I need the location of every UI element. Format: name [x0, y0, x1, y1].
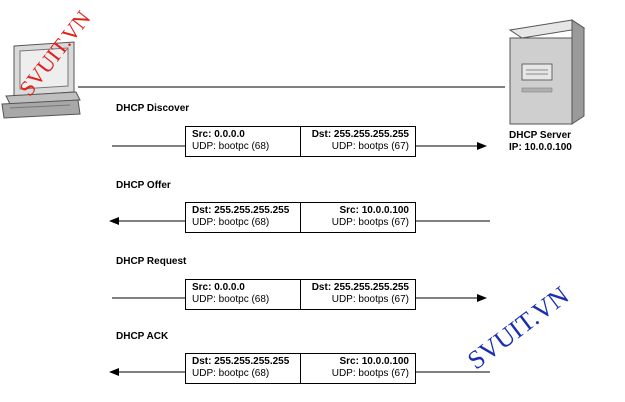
- stage-title-discover: DHCP Discover: [116, 103, 190, 114]
- packet-port: UDP: bootpc (68): [192, 217, 270, 228]
- packet-left-cell: Dst: 255.255.255.255 UDP: bootpc (68): [186, 354, 301, 383]
- packet-discover: Src: 0.0.0.0 UDP: bootpc (68) Dst: 255.2…: [185, 126, 416, 157]
- packet-address: Src: 10.0.0.100: [339, 205, 410, 216]
- stage-title-request: DHCP Request: [116, 256, 187, 267]
- server-name: DHCP Server: [509, 130, 572, 141]
- packet-port: UDP: bootps (67): [331, 217, 409, 228]
- packet-port: UDP: bootps (67): [331, 368, 409, 379]
- packet-address: Dst: 255.255.255.255: [311, 129, 409, 140]
- packet-address: Dst: 255.255.255.255: [192, 205, 290, 216]
- client-computer-icon: [1, 41, 81, 119]
- packet-address: Dst: 255.255.255.255: [311, 282, 409, 293]
- packet-address: Src: 0.0.0.0: [192, 129, 245, 140]
- packet-request: Src: 0.0.0.0 UDP: bootpc (68) Dst: 255.2…: [185, 279, 416, 310]
- packet-right-cell: Src: 10.0.0.100 UDP: bootps (67): [301, 354, 415, 383]
- packet-ack: Dst: 255.255.255.255 UDP: bootpc (68) Sr…: [185, 353, 416, 384]
- packet-left-cell: Src: 0.0.0.0 UDP: bootpc (68): [186, 127, 301, 156]
- packet-address: Src: 10.0.0.100: [339, 356, 410, 367]
- server-ip: IP: 10.0.0.100: [509, 142, 572, 153]
- packet-right-cell: Src: 10.0.0.100 UDP: bootps (67): [301, 203, 415, 232]
- packet-address: Dst: 255.255.255.255: [192, 356, 290, 367]
- packet-port: UDP: bootpc (68): [192, 368, 270, 379]
- stage-title-ack: DHCP ACK: [116, 331, 169, 342]
- packet-right-cell: Dst: 255.255.255.255 UDP: bootps (67): [301, 127, 415, 156]
- packet-port: UDP: bootpc (68): [192, 141, 270, 152]
- packet-port: UDP: bootps (67): [331, 294, 409, 305]
- packet-right-cell: Dst: 255.255.255.255 UDP: bootps (67): [301, 280, 415, 309]
- packet-left-cell: Src: 0.0.0.0 UDP: bootpc (68): [186, 280, 301, 309]
- packet-offer: Dst: 255.255.255.255 UDP: bootpc (68) Sr…: [185, 202, 416, 233]
- packet-port: UDP: bootpc (68): [192, 294, 270, 305]
- server-label: DHCP Server IP: 10.0.0.100: [509, 130, 572, 154]
- stage-title-offer: DHCP Offer: [116, 180, 171, 191]
- dhcp-server-icon: [508, 19, 586, 125]
- packet-port: UDP: bootps (67): [331, 141, 409, 152]
- packet-address: Src: 0.0.0.0: [192, 282, 245, 293]
- packet-left-cell: Dst: 255.255.255.255 UDP: bootpc (68): [186, 203, 301, 232]
